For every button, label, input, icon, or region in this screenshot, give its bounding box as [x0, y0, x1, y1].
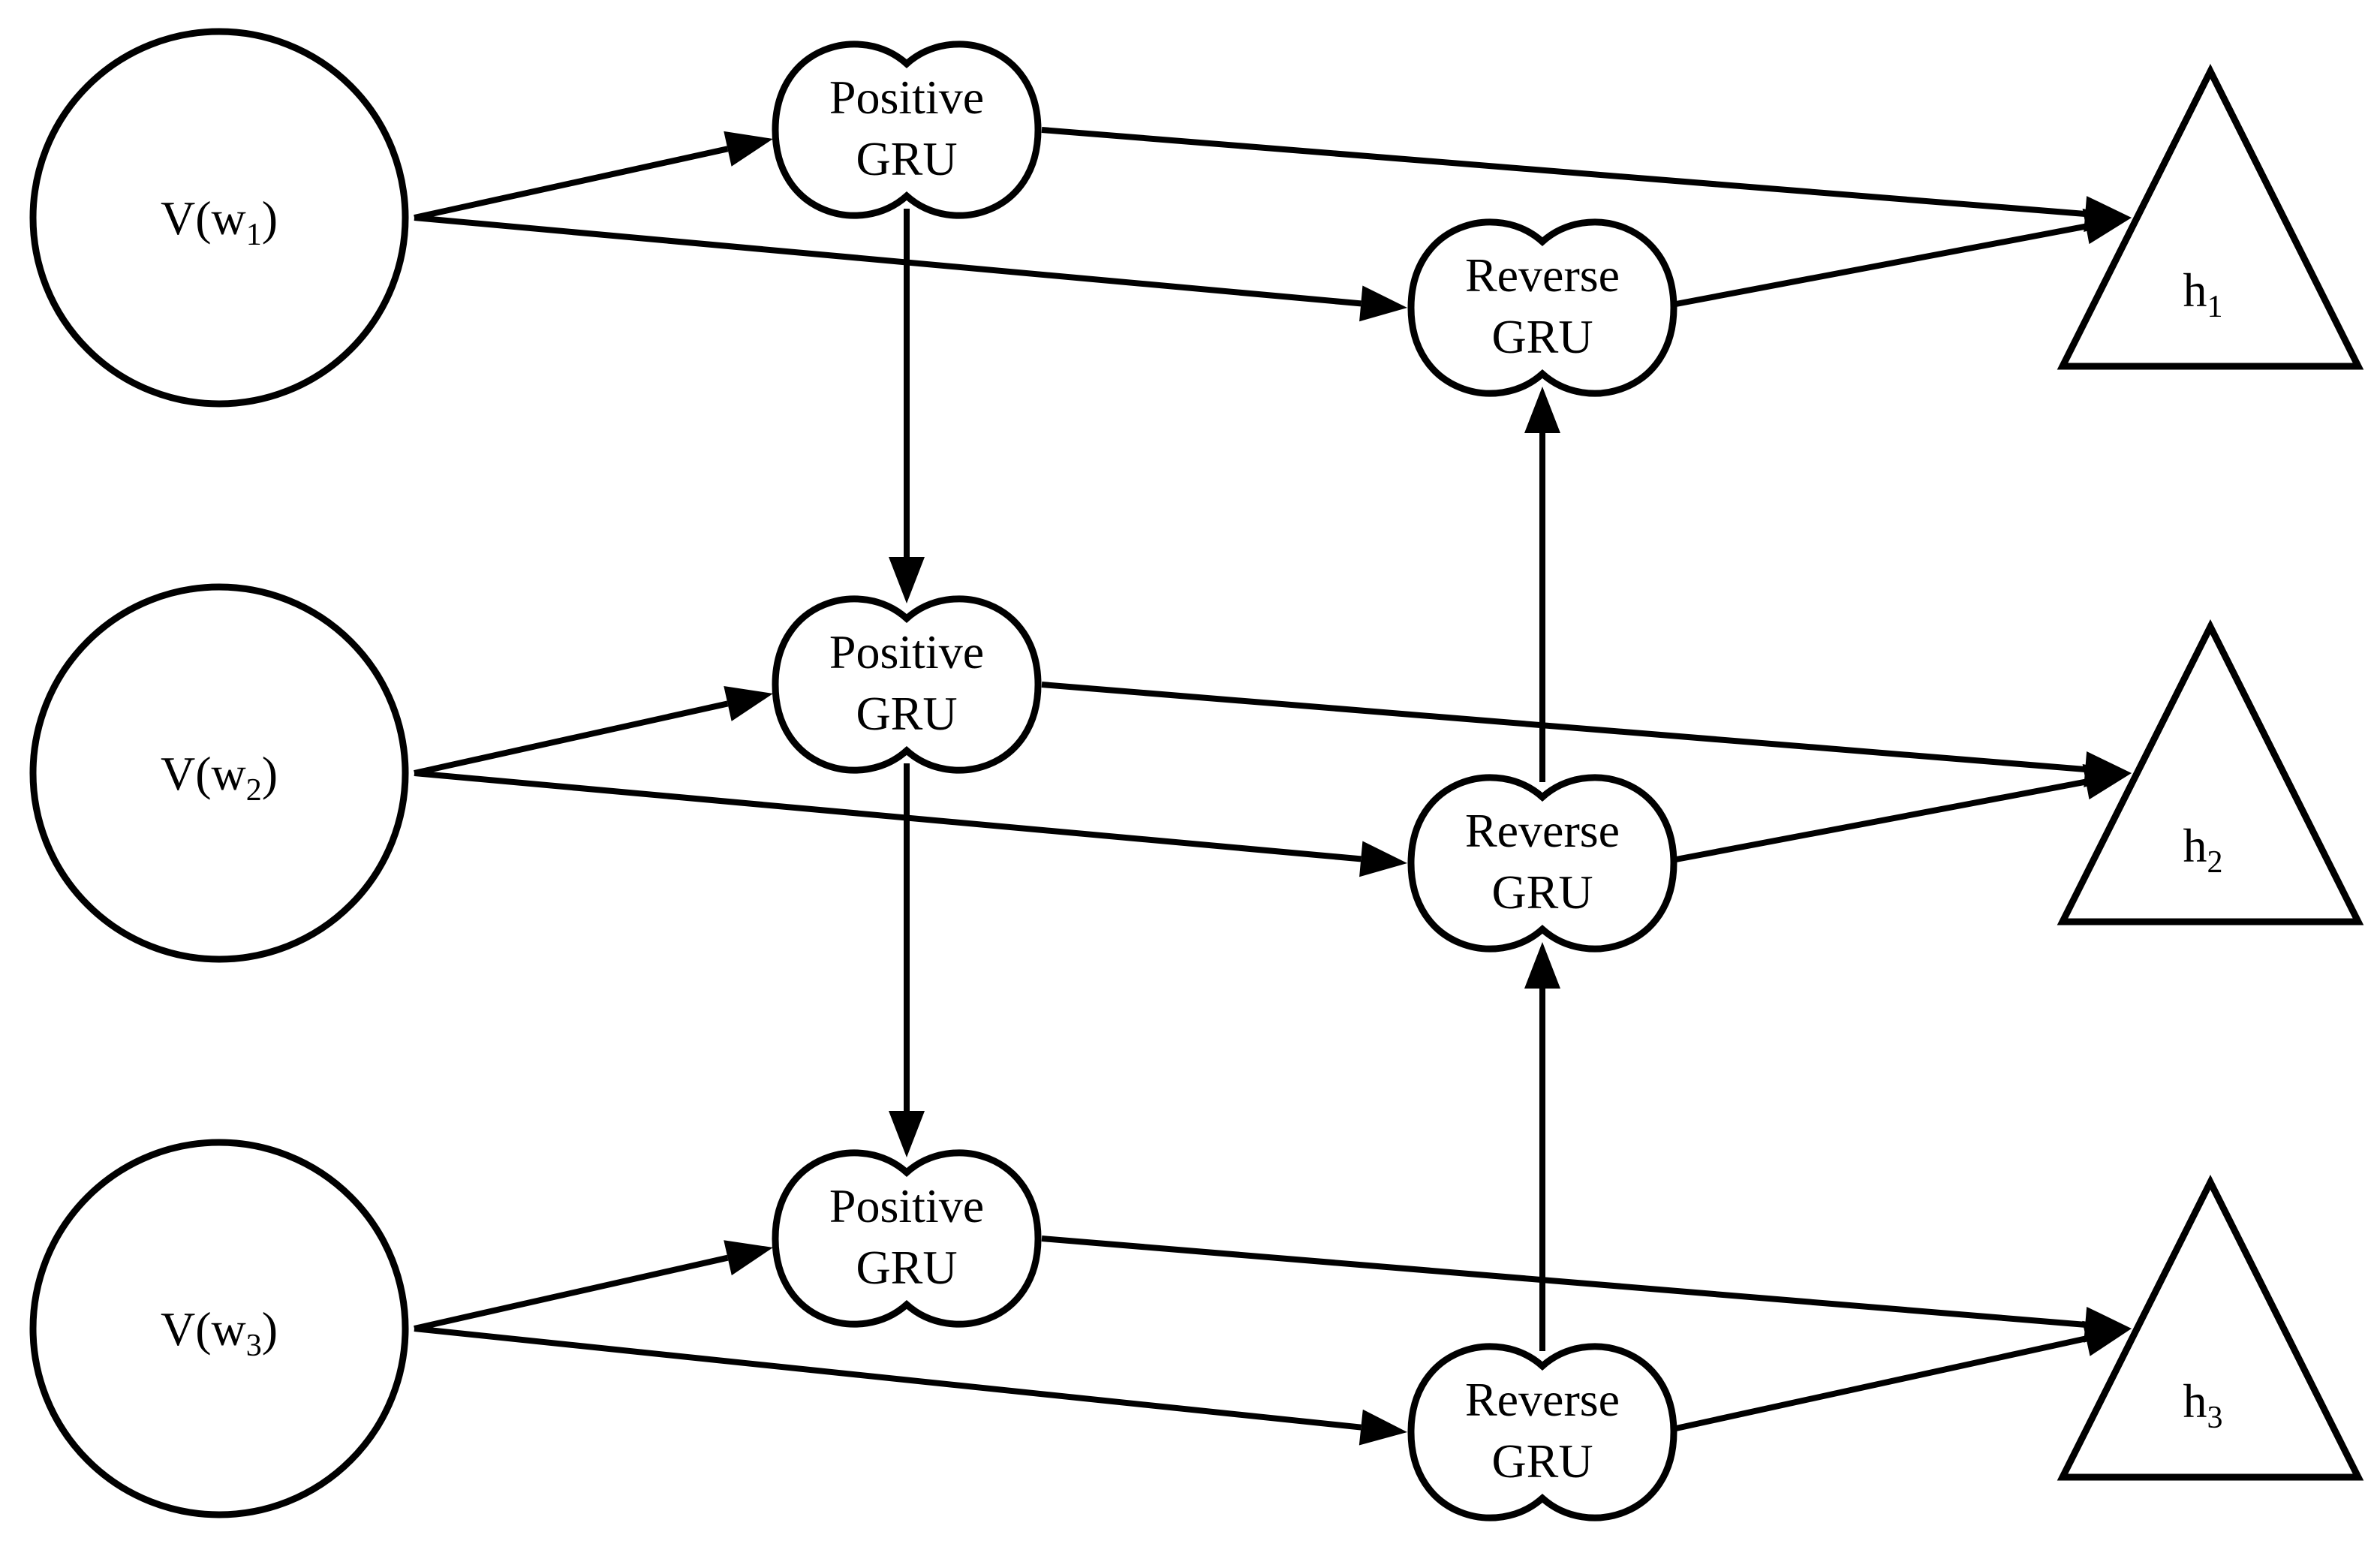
edge-in1-to-r1 [414, 215, 1407, 322]
arrowhead [889, 557, 925, 603]
edge-p2-to-p3 [889, 763, 925, 1157]
svg-text:GRU: GRU [1491, 1434, 1593, 1488]
edge-r1-to-o1 [1675, 208, 2132, 307]
svg-text:h2: h2 [2183, 819, 2223, 880]
edge-r3-to-r2 [1524, 942, 1560, 1351]
arrowhead [2082, 763, 2132, 800]
reverse-gru-3: Reverse GRU [1407, 1343, 1677, 1521]
edge-line [1041, 682, 2086, 772]
svg-text:Reverse: Reverse [1465, 248, 1620, 302]
arrowhead [724, 1240, 773, 1276]
input-node-1: V(w1) [29, 28, 409, 408]
output-node-3: h3 [2057, 1174, 2364, 1481]
svg-text:Reverse: Reverse [1465, 804, 1620, 857]
svg-text:V(w3): V(w3) [161, 1302, 278, 1363]
edge-layer [414, 127, 2132, 1446]
positive-gru-2: Positive GRU [772, 595, 1042, 774]
edge-line [1675, 223, 2087, 307]
edge-line [1041, 1235, 2086, 1328]
input-node-3: V(w3) [29, 1139, 409, 1518]
edge-r2-to-o2 [1675, 763, 2132, 862]
edge-r3-to-o3 [1675, 1320, 2132, 1431]
arrowhead [2082, 208, 2132, 245]
output-node-1: h1 [2057, 63, 2364, 370]
arrowhead [1524, 942, 1560, 989]
svg-text:h1: h1 [2183, 263, 2223, 324]
svg-text:Positive: Positive [829, 625, 984, 679]
arrowhead [2082, 1320, 2132, 1356]
edge-in2-to-r2 [414, 770, 1407, 877]
arrowhead [724, 131, 773, 167]
edge-r2-to-r1 [1524, 387, 1560, 782]
edge-line [414, 700, 729, 776]
edge-line [1675, 1335, 2087, 1431]
edge-in1-to-p1 [414, 131, 773, 221]
output-node-2: h2 [2057, 618, 2364, 925]
arrowhead [1358, 1409, 1407, 1446]
edge-in3-to-r3 [414, 1326, 1407, 1446]
edge-p1-to-p2 [889, 209, 925, 603]
svg-text:Positive: Positive [829, 71, 984, 124]
edge-line [414, 146, 729, 221]
reverse-gru-1: Reverse GRU [1407, 218, 1677, 397]
svg-text:Positive: Positive [829, 1179, 984, 1232]
edge-in2-to-p2 [414, 685, 773, 776]
edge-line [414, 1326, 1362, 1431]
svg-text:h3: h3 [2183, 1374, 2223, 1435]
edge-line [1041, 127, 2086, 218]
arrowhead [724, 685, 773, 721]
svg-text:GRU: GRU [856, 132, 957, 185]
svg-text:GRU: GRU [856, 687, 957, 740]
input-node-2: V(w2) [29, 583, 409, 963]
edge-p3-to-o3 [1041, 1235, 2132, 1343]
svg-text:V(w1): V(w1) [161, 191, 278, 252]
edge-line [414, 1254, 729, 1332]
arrowhead [1359, 841, 1407, 877]
positive-gru-3: Positive GRU [772, 1149, 1042, 1328]
arrowhead [889, 1111, 925, 1157]
arrowhead [1524, 387, 1560, 433]
edge-p1-to-o1 [1041, 127, 2132, 232]
edge-line [414, 215, 1362, 307]
edge-line [414, 770, 1362, 862]
edge-p2-to-o2 [1041, 682, 2132, 787]
svg-text:GRU: GRU [1491, 310, 1593, 363]
edge-in3-to-p3 [414, 1240, 773, 1332]
svg-text:GRU: GRU [856, 1241, 957, 1294]
reverse-gru-2: Reverse GRU [1407, 774, 1677, 953]
edge-line [1675, 778, 2087, 862]
svg-text:Reverse: Reverse [1465, 1373, 1620, 1426]
svg-text:GRU: GRU [1491, 865, 1593, 919]
svg-text:V(w2): V(w2) [161, 747, 278, 808]
positive-gru-1: Positive GRU [772, 41, 1042, 219]
arrowhead [1359, 285, 1407, 322]
